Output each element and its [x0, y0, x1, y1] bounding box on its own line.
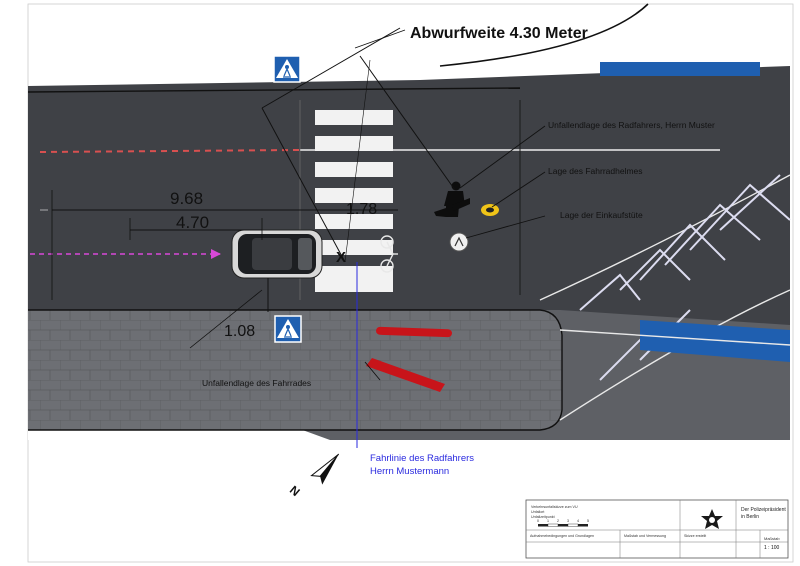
- tb-scale-3: 3: [567, 519, 569, 523]
- measurement-bike-gap: 1.78: [346, 201, 377, 218]
- bicycle-traces: [366, 326, 452, 392]
- north-letter: N: [287, 483, 303, 499]
- impact-marker: X: [336, 249, 346, 266]
- chevron-hatch: [579, 174, 791, 381]
- tb-scale-5: 5: [587, 519, 589, 523]
- road-asphalt: [28, 66, 790, 325]
- north-arrow-icon: [310, 453, 340, 485]
- throw-line-3: [261, 27, 401, 109]
- label-path-line1: Fahrlinie des Radfahrers: [370, 453, 474, 464]
- helmet-icon: [481, 204, 499, 216]
- car-icon: [231, 229, 323, 279]
- title-leader: [354, 29, 406, 49]
- label-cyclist-position: Unfallendlage des Radfahrers, Herrn Must…: [548, 120, 715, 130]
- throw-line-1: [261, 107, 346, 263]
- label-helmet-position: Lage des Fahrradhelmes: [548, 166, 643, 176]
- tb-note-2: Maßstab und Vermessung: [624, 534, 666, 538]
- zebra-crossing: [315, 110, 393, 292]
- tb-scale-0: 0: [537, 519, 539, 523]
- label-bicycle-position: Unfallendlage des Fahrrades: [202, 378, 311, 388]
- tb-scale-4: 4: [577, 519, 579, 523]
- throw-line-2: [344, 59, 371, 263]
- tb-scale-1: 1: [547, 519, 549, 523]
- tb-authority-1: Der Polizeipräsident: [741, 507, 786, 513]
- curb-outline: [28, 309, 563, 431]
- tb-authority-2: in Berlin: [741, 514, 759, 520]
- leader-cyclist: [459, 125, 546, 189]
- kerb-arc: [439, 3, 649, 67]
- island-white-line: [559, 329, 791, 346]
- island-curve: [539, 174, 791, 301]
- measurement-side-offset: 1.08: [224, 323, 255, 340]
- tb-scale-2: 2: [557, 519, 559, 523]
- shopping-bag-icon: [449, 232, 469, 252]
- tb-sheet-label: Maßstab: [764, 536, 780, 541]
- label-bag-position: Lage der Einkaufstüte: [560, 210, 643, 220]
- leader-bag: [465, 215, 546, 239]
- measurement-total: 9.68: [170, 189, 203, 208]
- label-path-line2: Herrn Mustermann: [370, 466, 449, 477]
- title-block: [525, 499, 789, 559]
- pedestrian-crossing-sign-icon: [274, 315, 302, 343]
- bicycle-icon: [380, 235, 398, 273]
- pedestrian-crossing-sign-icon: [273, 55, 301, 83]
- tb-sheet-value: 1 : 100: [764, 545, 780, 551]
- measurement-car-length: 4.70: [176, 213, 209, 232]
- throw-line-4: [359, 55, 456, 191]
- blue-patch-top: [600, 62, 760, 76]
- diagram-title: Abwurfweite 4.30 Meter: [410, 25, 588, 42]
- tb-case-3: Unfallzeitpunkt: [531, 515, 555, 519]
- dim-leader-side: [189, 289, 263, 349]
- tb-note-1: Aufnahmebedingungen und Grundlagen: [530, 534, 594, 538]
- tb-case-2: Unfallort: [531, 510, 544, 514]
- tb-case-1: Verkehrsunfallskizze zum VU: [531, 505, 578, 509]
- tb-note-3: Skizze erstellt: [684, 534, 706, 538]
- police-star-icon: [701, 509, 723, 529]
- pedestrian-figure-icon: [434, 181, 470, 217]
- blue-patch-right: [640, 320, 790, 362]
- leader-helmet: [491, 171, 546, 208]
- leader-bicycle: [364, 361, 381, 381]
- kerb-top-line: [27, 87, 521, 93]
